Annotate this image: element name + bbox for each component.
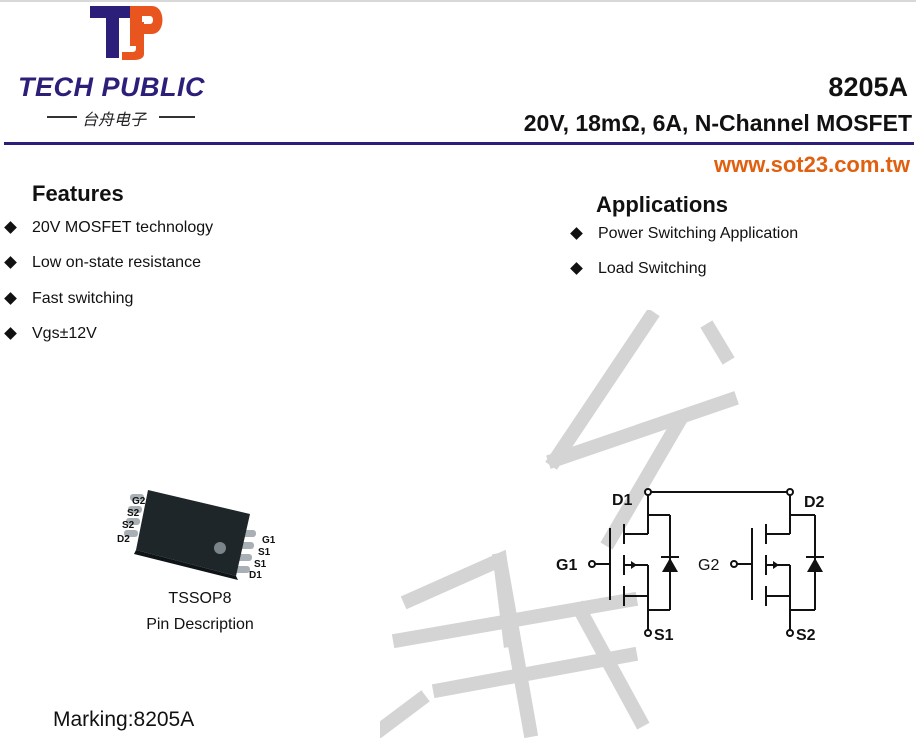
pin-g2-label: G2 (698, 557, 719, 574)
pin-label: G2 (132, 496, 146, 507)
list-item: Fast switching (4, 290, 213, 325)
list-item: Power Switching Application (570, 225, 798, 260)
pin-s1-label: S1 (654, 627, 674, 644)
marking-label: Marking:8205A (53, 708, 195, 731)
pin-label: S2 (122, 520, 135, 531)
list-item: 20V MOSFET technology (4, 219, 213, 254)
pin-label: G1 (262, 535, 276, 546)
brand-name: TECH PUBLIC (18, 72, 205, 102)
list-item: Vgs±12V (4, 325, 213, 360)
diamond-bullet-icon (570, 227, 583, 240)
dual-mosfet-schematic: D1 G1 S1 D2 G2 S2 (556, 488, 825, 644)
pin-d2-label: D2 (804, 494, 825, 511)
brand-chinese-name: 台舟电子 (47, 106, 197, 129)
diamond-bullet-icon (4, 221, 17, 234)
list-item: Load Switching (570, 260, 798, 295)
features-list: 20V MOSFET technology Low on-state resis… (4, 219, 213, 360)
pin-label: D1 (249, 570, 262, 581)
diamond-bullet-icon (4, 327, 17, 340)
diamond-bullet-icon (570, 262, 583, 276)
tssop8-package-icon: G2 S2 S2 D2 G1 S1 S1 D1 (117, 490, 276, 581)
list-item: Low on-state resistance (4, 254, 213, 289)
applications-title: Applications (596, 192, 729, 217)
pin-label: D2 (117, 534, 130, 545)
header-rule (4, 142, 914, 145)
package-name: TSSOP8 (168, 590, 232, 607)
pin-s2-label: S2 (796, 627, 816, 644)
applications-list: Power Switching Application Load Switchi… (570, 225, 798, 296)
part-subtitle: 20V, 18mΩ, 6A, N-Channel MOSFET (523, 110, 912, 136)
website-link[interactable]: www.sot23.com.tw (713, 152, 910, 177)
diamond-bullet-icon (4, 291, 17, 305)
pin-description-caption: Pin Description (146, 616, 254, 633)
pin-label: S2 (127, 508, 140, 519)
brand-chinese-text: 台舟电子 (82, 110, 147, 129)
pin-label: S1 (254, 559, 267, 570)
part-number: 8205A (828, 72, 908, 102)
tp-logo-icon (90, 6, 163, 60)
features-title: Features (32, 181, 124, 206)
pin-label: S1 (258, 547, 271, 558)
watermark-icon (380, 310, 739, 738)
pin-d1-label: D1 (612, 492, 633, 509)
diamond-bullet-icon (4, 256, 17, 270)
pin-g1-label: G1 (556, 557, 577, 574)
top-border (0, 0, 916, 2)
